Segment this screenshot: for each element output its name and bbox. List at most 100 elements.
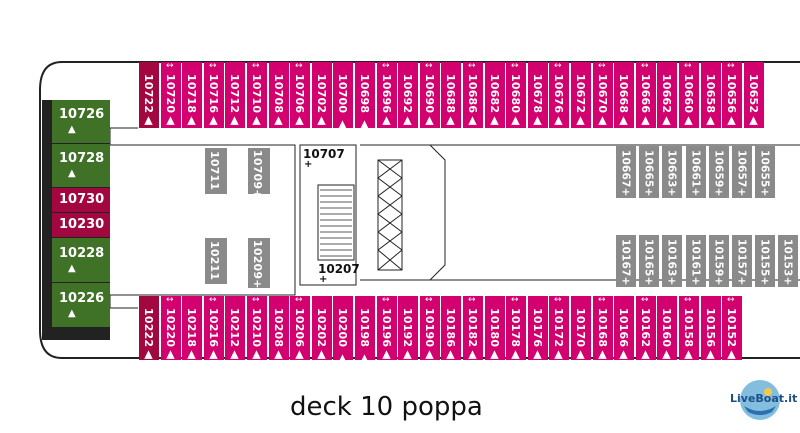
- cabin[interactable]: 10678▲: [528, 62, 548, 128]
- cabin[interactable]: 10666▲↔: [636, 62, 656, 128]
- aft-cabin[interactable]: 10726 ▲: [52, 100, 110, 143]
- cabin[interactable]: 10720▲↔: [161, 62, 181, 128]
- cabin-number: 10709+: [251, 150, 264, 199]
- cabin[interactable]: 10706▲↔: [290, 62, 310, 128]
- cabin[interactable]: 10692▲: [398, 62, 418, 128]
- cabin[interactable]: 10659+: [709, 146, 729, 198]
- cabin[interactable]: 10200 ▲□: [333, 296, 353, 378]
- cabin[interactable]: 10165+: [639, 235, 659, 287]
- cabin-number: 10708▲: [272, 74, 285, 127]
- cabin[interactable]: 10160▲: [657, 296, 677, 360]
- cabin[interactable]: 10178▲↔: [506, 296, 526, 360]
- cabin-number: 10166▲: [617, 308, 630, 361]
- cabin[interactable]: 10152▲↔: [722, 296, 742, 360]
- connecting-door-icon: ↔: [252, 295, 260, 305]
- cabin-number: 10676▲: [552, 74, 565, 127]
- connecting-door-icon: ↔: [684, 61, 692, 71]
- cabin[interactable]: 10206▲↔: [290, 296, 310, 360]
- cabin[interactable]: 10222▲□: [139, 296, 159, 374]
- inner-cabin[interactable]: 10211: [205, 238, 227, 284]
- connecting-door-icon: ↔: [468, 295, 476, 305]
- cabin[interactable]: 10186▲: [441, 296, 461, 360]
- cabin[interactable]: 10682▲: [485, 62, 505, 128]
- cabin[interactable]: 10192▲: [398, 296, 418, 360]
- cabin[interactable]: 10655+: [755, 146, 775, 198]
- cabin[interactable]: 10718▲: [182, 62, 202, 128]
- cabin[interactable]: 10663+: [662, 146, 682, 198]
- aft-cabin[interactable]: 10730: [52, 188, 110, 212]
- cabin-number: 10668▲: [617, 74, 630, 127]
- cabin[interactable]: 10696▲↔: [377, 62, 397, 128]
- cabin[interactable]: 10712▲: [225, 62, 245, 128]
- cabin[interactable]: 10690▲↔: [420, 62, 440, 128]
- cabin[interactable]: 10660▲↔: [679, 62, 699, 128]
- cabin[interactable]: 10688▲: [441, 62, 461, 128]
- corridor-left-outline: [109, 127, 296, 309]
- cabin-number: 10716▲: [207, 74, 220, 127]
- cabin[interactable]: 10668▲: [614, 62, 634, 128]
- cabin[interactable]: 10196▲↔: [377, 296, 397, 360]
- aft-cabins: 10726 ▲ 10728 ▲ 10730 10230 10228 ▲ 1022…: [42, 100, 110, 340]
- cabin-number: 10656▲: [725, 74, 738, 127]
- cabin[interactable]: 10670▲↔: [593, 62, 613, 128]
- cabin[interactable]: 10163+: [662, 235, 682, 287]
- cabin[interactable]: 10220▲↔: [161, 296, 181, 360]
- cabin[interactable]: 10672▲: [571, 62, 591, 128]
- cabin[interactable]: 10172▲↔: [549, 296, 569, 360]
- cabin[interactable]: 10166▲: [614, 296, 634, 360]
- cabin[interactable]: 10218▲: [182, 296, 202, 360]
- cabin[interactable]: 10216▲↔: [204, 296, 224, 360]
- cabin[interactable]: 10167+: [616, 235, 636, 287]
- cabin[interactable]: 10158▲↔: [679, 296, 699, 360]
- aft-cabin[interactable]: 10230: [52, 213, 110, 237]
- cabin[interactable]: 10170▲: [571, 296, 591, 360]
- inner-cabin[interactable]: 10711: [205, 148, 227, 194]
- cabin[interactable]: 10161+: [686, 235, 706, 287]
- connecting-door-icon: ↔: [554, 295, 562, 305]
- cabin[interactable]: 10157+: [732, 235, 752, 287]
- cabin[interactable]: 10676▲↔: [549, 62, 569, 128]
- cabin[interactable]: 10700 ▲□: [333, 62, 353, 144]
- cabin[interactable]: 10686▲↔: [463, 62, 483, 128]
- cabin-number: 10661+: [689, 150, 702, 197]
- elevator-shaft: [377, 159, 403, 271]
- connecting-door-icon: ↔: [425, 295, 433, 305]
- cabin[interactable]: 10168▲↔: [593, 296, 613, 360]
- cabin[interactable]: 10716▲↔: [204, 62, 224, 128]
- cabin[interactable]: 10208▲: [269, 296, 289, 360]
- cabin[interactable]: 10657+: [732, 146, 752, 198]
- cabin[interactable]: 10662▲: [657, 62, 677, 128]
- cabin[interactable]: 10176▲: [528, 296, 548, 360]
- cabin-number: 10210▲: [250, 308, 263, 361]
- inner-cabin[interactable]: 10209+: [248, 238, 270, 289]
- cabin[interactable]: 10708▲: [269, 62, 289, 128]
- inner-cabin[interactable]: 10709+: [248, 148, 270, 199]
- cabin[interactable]: 10212▲: [225, 296, 245, 360]
- aft-cabin[interactable]: 10228 ▲: [52, 238, 110, 282]
- cabin[interactable]: 10162▲↔: [636, 296, 656, 360]
- cabin[interactable]: 10156▲: [701, 296, 721, 360]
- cabin[interactable]: 10190▲↔: [420, 296, 440, 360]
- cabin[interactable]: 10702▲: [312, 62, 332, 128]
- cabin[interactable]: 10652▲: [744, 62, 764, 128]
- cabin[interactable]: 10210▲ ↔: [247, 296, 267, 360]
- cabin[interactable]: 10182▲↔: [463, 296, 483, 360]
- cabin[interactable]: 10198 ▲□: [355, 296, 375, 378]
- cabin[interactable]: 10153+: [778, 235, 798, 287]
- aft-cabin[interactable]: 10226 ▲: [52, 283, 110, 327]
- cabin[interactable]: 10159+: [709, 235, 729, 287]
- cabin[interactable]: 10665+: [639, 146, 659, 198]
- cabin[interactable]: 10667+: [616, 146, 636, 198]
- cabin[interactable]: 10656▲↔: [722, 62, 742, 128]
- cabin[interactable]: 10661+: [686, 146, 706, 198]
- cabin[interactable]: 10722▲□: [139, 62, 159, 140]
- cabin[interactable]: 10698 ▲□: [355, 62, 375, 144]
- cabin[interactable]: 10180▲: [485, 296, 505, 360]
- cabin[interactable]: 10658▲: [701, 62, 721, 128]
- aft-cabin[interactable]: 10728 ▲: [52, 144, 110, 187]
- cabin[interactable]: 10710▲↔: [247, 62, 267, 128]
- cabin[interactable]: 10155+: [755, 235, 775, 287]
- cabin[interactable]: 10680▲↔: [506, 62, 526, 128]
- cabin[interactable]: 10202▲: [312, 296, 332, 360]
- cabin-number: 10208▲: [272, 308, 285, 361]
